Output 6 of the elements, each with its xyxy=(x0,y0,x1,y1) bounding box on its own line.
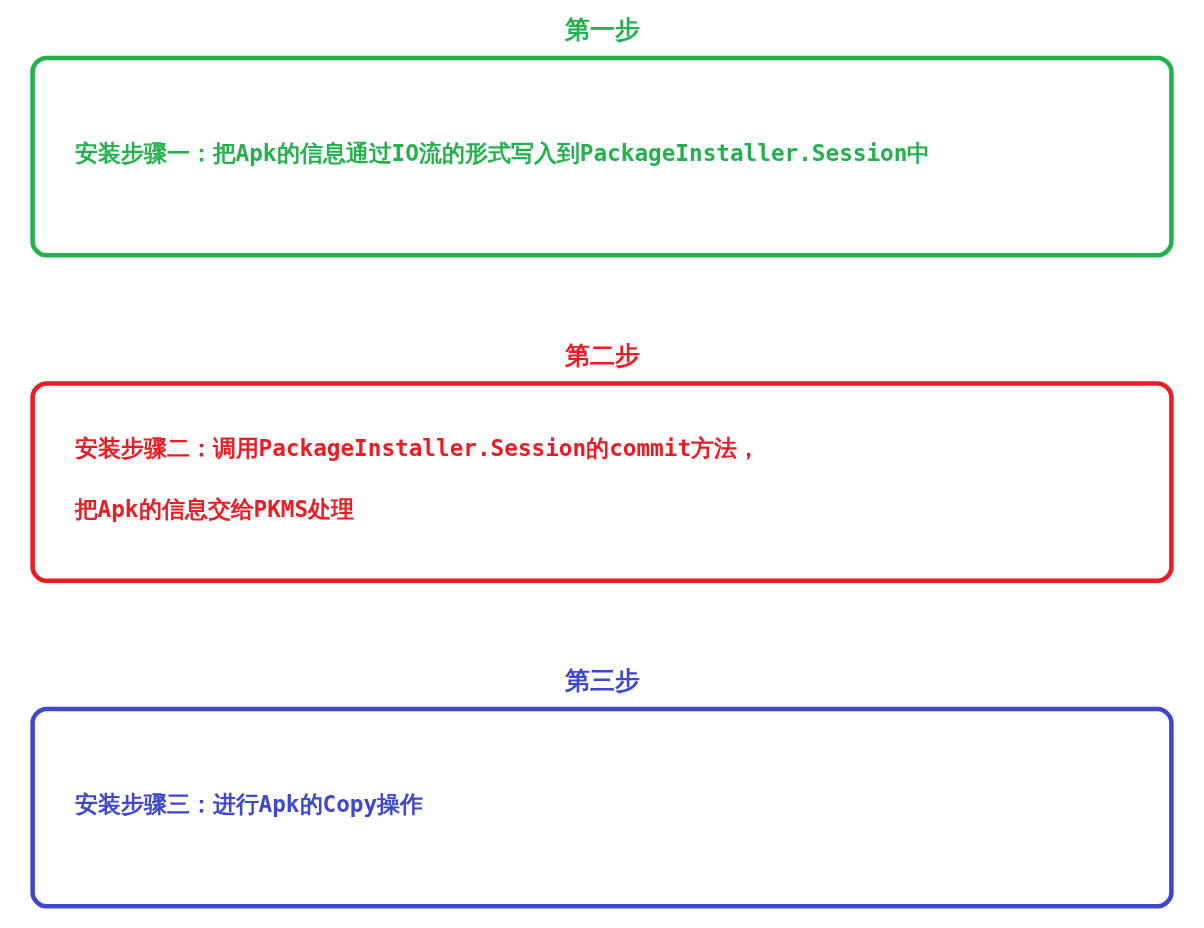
node-box: 安装步骤三：进行Apk的Copy操作 xyxy=(30,706,1174,909)
node-box: 安装步骤二：调用PackageInstaller.Session的commit方法，把Apk的信息交给PKMS处理 xyxy=(30,381,1174,584)
node-box: 安装步骤一：把Apk的信息通过IO流的形式写入到PackageInstaller.Session中 xyxy=(30,55,1174,258)
node-label: 第二步 xyxy=(564,340,640,370)
node-label: 第一步 xyxy=(564,15,640,45)
node-label: 第三步 xyxy=(564,666,640,696)
